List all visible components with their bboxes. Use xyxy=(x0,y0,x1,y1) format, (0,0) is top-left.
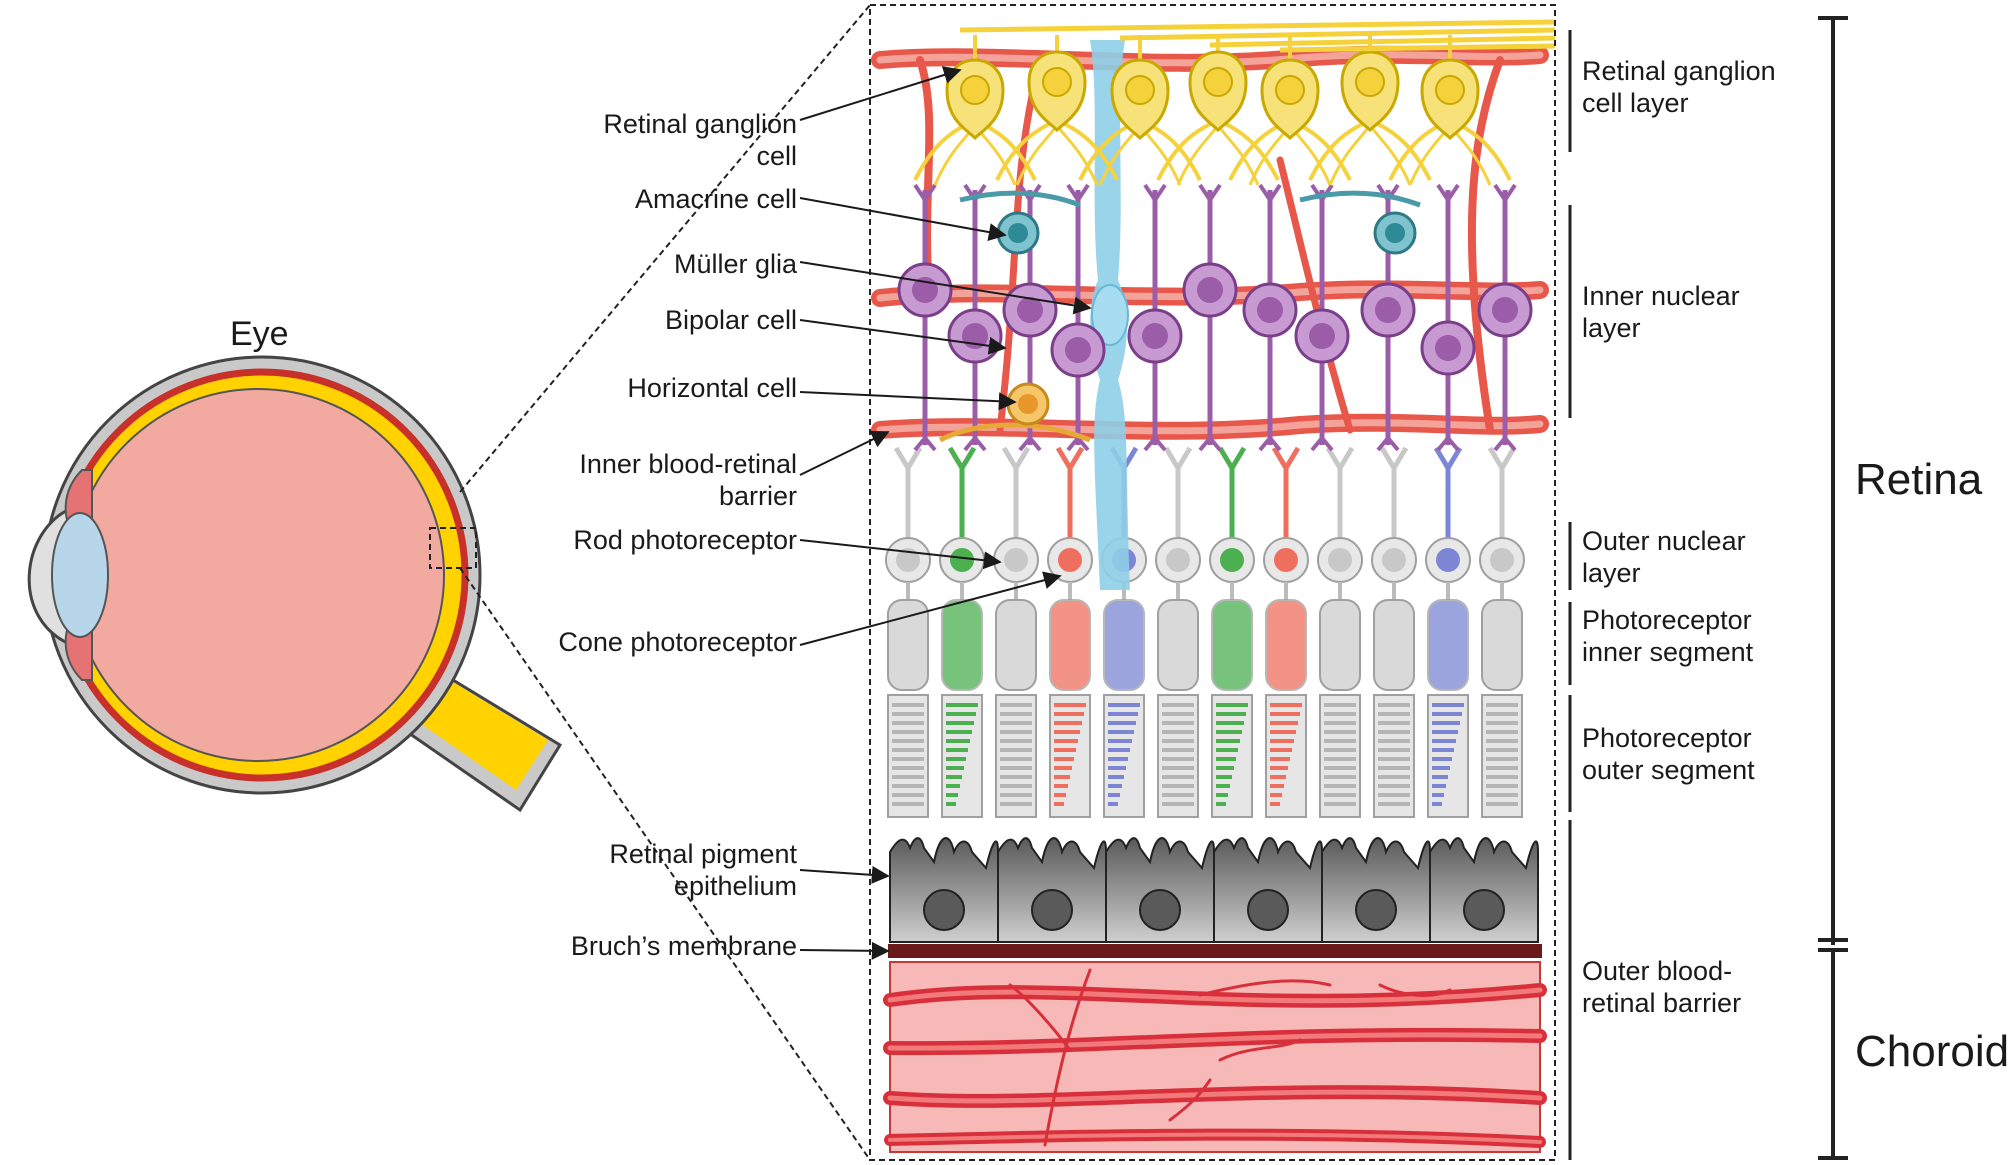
label-cone-photoreceptor: Cone photoreceptor xyxy=(558,627,797,657)
leader-arrows xyxy=(799,66,1092,960)
rpe-cell xyxy=(1321,837,1431,943)
label-outer-nuclear-layer: Outer nuclear layer xyxy=(1582,526,1746,588)
rpe-cell xyxy=(1429,837,1539,943)
retina-panel-border xyxy=(869,4,1556,1161)
bipolar-cell xyxy=(1182,183,1238,452)
bipolar-cell xyxy=(1127,183,1183,452)
label-rod-photoreceptor: Rod photoreceptor xyxy=(573,525,797,555)
rod-photoreceptor xyxy=(1371,446,1417,818)
cone-photoreceptor xyxy=(1047,446,1093,818)
zoom-box xyxy=(429,527,477,569)
photoreceptors xyxy=(885,446,1525,818)
bipolar-cell xyxy=(897,183,953,452)
cone-photoreceptor xyxy=(939,446,985,818)
label-bruchs-membrane: Bruch’s membrane xyxy=(570,931,797,961)
rod-photoreceptor xyxy=(1479,446,1525,818)
label-horizontal-cell: Horizontal cell xyxy=(627,373,797,403)
bruchs-membrane xyxy=(888,944,1542,958)
ganglion-cell xyxy=(1308,35,1432,186)
bipolar-cell xyxy=(1477,183,1533,452)
ganglion-cell xyxy=(995,35,1119,186)
rpe-cell xyxy=(1213,837,1323,943)
bipolar-cells xyxy=(897,183,1533,452)
eye-title: Eye xyxy=(230,315,289,353)
bipolar-cell xyxy=(1294,183,1350,452)
amacrine-cells xyxy=(959,190,1421,255)
ganglion-cell xyxy=(1156,35,1280,186)
cone-photoreceptor xyxy=(1263,446,1309,818)
rod-photoreceptor xyxy=(1317,446,1363,818)
region-choroid: Choroid xyxy=(1855,1027,2010,1076)
layer-brackets xyxy=(1568,16,1848,1160)
rpe-cell xyxy=(889,837,999,943)
cone-photoreceptor xyxy=(1425,446,1471,818)
muller-glia xyxy=(1090,40,1130,590)
bipolar-cell xyxy=(1242,183,1298,452)
ganglion-axons xyxy=(959,19,1556,53)
label-bipolar-cell: Bipolar cell xyxy=(664,305,797,335)
horizontal-cell xyxy=(938,382,1091,443)
region-retina: Retina xyxy=(1855,455,1983,504)
retina-panel xyxy=(869,4,1556,1161)
cone-photoreceptor xyxy=(1209,446,1255,818)
label-inner-segment: Photoreceptor inner segment xyxy=(1582,605,1754,667)
bipolar-cell xyxy=(947,183,1003,452)
rod-photoreceptor xyxy=(885,446,931,818)
label-inner-nuclear-layer: Inner nuclear layer xyxy=(1582,281,1740,343)
label-retinal-pigment-epithelium: Retinal pigment epithelium xyxy=(609,839,797,901)
eye-interior xyxy=(71,388,445,762)
eye-illustration xyxy=(27,355,563,813)
bipolar-cell xyxy=(1420,183,1476,452)
bipolar-cell xyxy=(1050,183,1106,452)
label-rgc-layer: Retinal ganglion cell layer xyxy=(1582,56,1776,118)
ganglion-cell xyxy=(1078,35,1202,186)
rpe-cell xyxy=(997,837,1107,943)
rod-photoreceptor xyxy=(1155,446,1201,818)
rpe-cells xyxy=(889,837,1539,943)
choroid-vessels xyxy=(883,968,1547,1148)
label-retinal-ganglion-cell: Retinal ganglion cell xyxy=(603,109,797,171)
label-muller-glia: Müller glia xyxy=(673,249,797,279)
label-amacrine-cell: Amacrine cell xyxy=(634,184,797,214)
ganglion-cell xyxy=(1388,35,1512,186)
lens-icon xyxy=(51,512,109,638)
rpe-cell xyxy=(1105,837,1215,943)
label-outer-segment: Photoreceptor outer segment xyxy=(1582,723,1755,785)
label-outer-blood-retinal-barrier: Outer blood- retinal barrier xyxy=(1582,956,1742,1018)
rod-photoreceptor xyxy=(993,446,1039,818)
label-inner-blood-retinal-barrier: Inner blood-retinal barrier xyxy=(579,449,797,511)
